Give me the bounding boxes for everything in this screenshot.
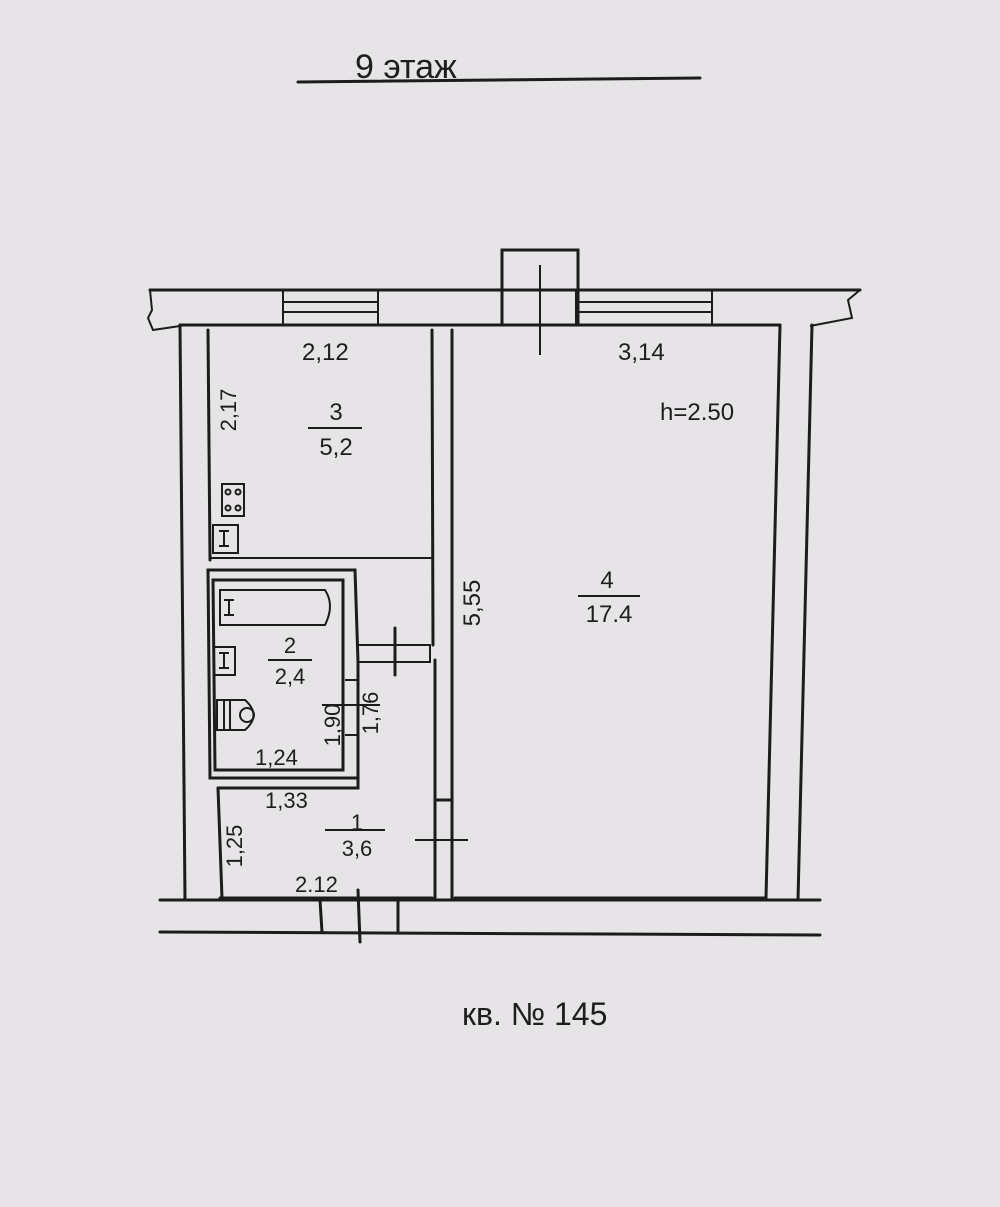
- right-wall: [764, 323, 814, 902]
- room-4-label: 4 17.4: [578, 567, 640, 628]
- room-2-label: 2 2,4: [268, 633, 312, 689]
- svg-text:2,4: 2,4: [275, 664, 306, 689]
- dim-corridor-upper: 1,76: [358, 692, 383, 735]
- bottom-wall: [158, 896, 822, 937]
- kitchen-sink-icon: [212, 524, 239, 554]
- dim-bath-width: 1,24: [255, 745, 298, 770]
- title-underline: [296, 76, 702, 84]
- dim-corridor-width-top: 1,33: [265, 788, 308, 813]
- sink-icon: [213, 646, 236, 676]
- svg-text:3,6: 3,6: [342, 836, 373, 861]
- dim-corridor-width-bottom: 2.12: [295, 872, 338, 897]
- room-door: [357, 626, 431, 677]
- apartment-label: кв. № 145: [462, 996, 607, 1032]
- left-wall: [178, 323, 212, 902]
- room-3-label: 3 5,2: [308, 399, 362, 461]
- corridor-walls: [216, 660, 360, 900]
- dim-kitchen-width: 2,12: [302, 339, 349, 366]
- bathtub-icon: [219, 589, 331, 626]
- dim-room-width: 3,14: [618, 339, 665, 366]
- window-kitchen: [282, 289, 379, 326]
- dim-corridor-depth: 1,25: [222, 825, 247, 868]
- svg-text:17.4: 17.4: [586, 601, 633, 628]
- svg-text:3: 3: [329, 399, 342, 426]
- svg-text:4: 4: [600, 567, 613, 594]
- window-room: [575, 289, 713, 326]
- svg-text:2: 2: [284, 633, 296, 658]
- balcony-door: [500, 248, 580, 355]
- ceiling-height: h=2.50: [660, 399, 734, 426]
- dim-bath-length: 1,90: [320, 704, 345, 747]
- stove-icon: [221, 483, 245, 517]
- partition-wall: [210, 328, 468, 900]
- room-1-label: 1 3,6: [325, 810, 385, 861]
- toilet-icon: [216, 699, 255, 731]
- dim-kitchen-length: 2,17: [216, 389, 241, 432]
- svg-text:1: 1: [351, 810, 363, 835]
- svg-text:5,2: 5,2: [319, 434, 352, 461]
- dim-room-length: 5,55: [459, 580, 486, 627]
- entrance-door: [318, 888, 400, 944]
- top-wall: [146, 288, 862, 332]
